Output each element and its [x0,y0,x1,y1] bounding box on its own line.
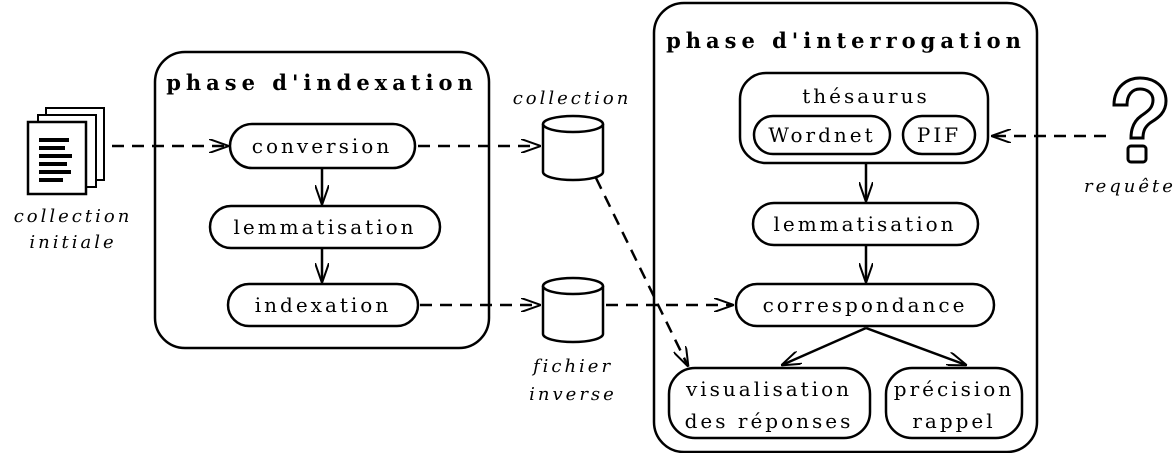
lemmatisation-node-indexing [208,204,442,250]
lemmatisation-node-query [751,201,980,247]
query-phase-title: phase d'interrogation [666,28,1026,53]
collection-store [541,114,605,182]
query-phase-box [652,1,1039,453]
pif-label: PIF [917,123,961,147]
inverted-file-store [541,276,605,344]
requete-label: requête [1084,176,1174,197]
indexing-phase-title: phase d'indexation [166,70,478,95]
correspondance-to-precision-arrow [865,326,966,365]
inverted-file-label-line2: inverse [529,384,617,405]
wordnet-node [752,114,892,156]
correspondance-to-visualisation-arrow [782,326,867,365]
visualisation-label-line2: des réponses [685,409,854,433]
indexing-phase-box [153,50,491,350]
collection-initiale-label: collection [14,206,133,227]
inverted-file-label: fichier [531,356,613,377]
precision-node [884,366,1024,440]
conversion-label: conversion [252,134,392,158]
wordnet-label: Wordnet [768,123,875,147]
document-stack-icon [26,107,105,196]
conversion-node [228,122,417,170]
precision-label-line1: précision [894,377,1014,401]
indexation-node [226,282,420,328]
collection-initiale-label-line2: initiale [29,232,116,253]
visualisation-label-line1: visualisation [685,377,852,401]
lemmatisation-label-query: lemmatisation [773,212,956,236]
pif-node [901,114,977,156]
indexation-label: indexation [255,293,391,317]
correspondance-label: correspondance [763,293,968,317]
lemmatisation-label-indexing: lemmatisation [233,215,416,239]
correspondance-node [734,282,996,328]
thesaurus-label: thésaurus [802,84,930,108]
collection-to-visualisation-arrow [594,177,688,366]
visualisation-node [667,366,872,440]
collection-store-label: collection [513,88,632,109]
question-mark-icon [1112,76,1168,164]
precision-label-line2: rappel [912,409,995,433]
